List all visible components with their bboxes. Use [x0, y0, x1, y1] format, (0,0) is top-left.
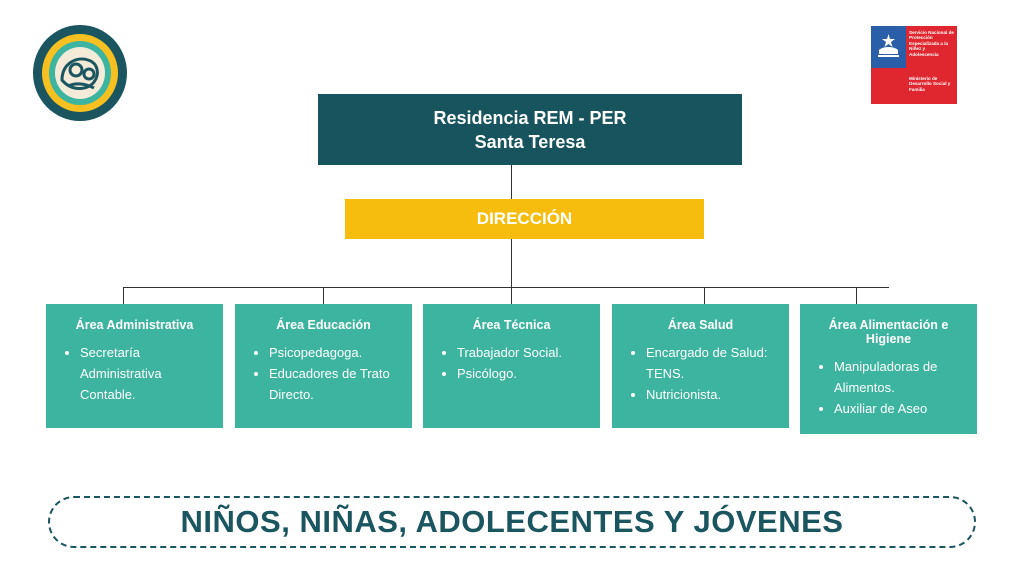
residence-title-line2: Santa Teresa	[474, 131, 586, 152]
direction-box: DIRECCIÓN	[345, 199, 704, 239]
residence-title-box: Residencia REM - PER Santa Teresa	[318, 94, 742, 165]
connector-area-4	[704, 287, 705, 304]
area-item: Encargado de Salud: TENS.	[646, 342, 779, 384]
connector-top-to-direction	[511, 165, 512, 199]
organization-logo	[32, 24, 128, 122]
gov-ministry-text: Ministerio de Desarrollo Social y Famili…	[909, 76, 951, 92]
connector-area-5	[856, 287, 857, 304]
area-box-tecnica: Área Técnica Trabajador Social. Psicólog…	[423, 304, 600, 428]
circular-family-logo-icon	[33, 25, 127, 121]
government-logo: Servicio Nacional de Protección Especial…	[871, 26, 957, 104]
connector-area-1	[123, 287, 124, 304]
area-title: Área Administrativa	[75, 318, 194, 332]
area-box-educacion: Área Educación Psicopedagoga. Educadores…	[235, 304, 412, 428]
area-item: Psicopedagoga.	[269, 342, 402, 363]
area-box-alimentacion-higiene: Área Alimentación e Higiene Manipuladora…	[800, 304, 977, 434]
connector-direction-to-bus	[511, 239, 512, 287]
area-item: Auxiliar de Aseo	[834, 398, 967, 419]
area-item: Educadores de Trato Directo.	[269, 363, 402, 405]
gov-service-text: Servicio Nacional de Protección Especial…	[909, 30, 954, 57]
area-title: Área Técnica	[472, 318, 551, 332]
chile-government-seal-icon	[878, 34, 899, 57]
residence-title-line1: Residencia REM - PER	[433, 107, 627, 128]
area-box-salud: Área Salud Encargado de Salud: TENS. Nut…	[612, 304, 789, 428]
area-item: Psicólogo.	[457, 363, 590, 384]
area-box-administrativa: Área Administrativa Secretaría Administr…	[46, 304, 223, 428]
area-item: Trabajador Social.	[457, 342, 590, 363]
area-title: Área Educación	[276, 318, 371, 332]
area-item: Manipuladoras de Alimentos.	[834, 356, 967, 398]
connector-area-2	[323, 287, 324, 304]
area-item: Secretaría Administrativa Contable.	[80, 342, 213, 405]
connector-horizontal-bus	[123, 287, 889, 288]
area-title: Área Alimentación e Higiene	[828, 318, 949, 346]
target-population-banner: NIÑOS, NIÑAS, ADOLECENTES Y JÓVENES	[48, 496, 976, 548]
direction-label: DIRECCIÓN	[476, 209, 573, 228]
area-title: Área Salud	[667, 318, 734, 332]
connector-area-3	[511, 287, 512, 304]
area-item: Nutricionista.	[646, 384, 779, 405]
banner-text: NIÑOS, NIÑAS, ADOLECENTES Y JÓVENES	[180, 504, 844, 539]
